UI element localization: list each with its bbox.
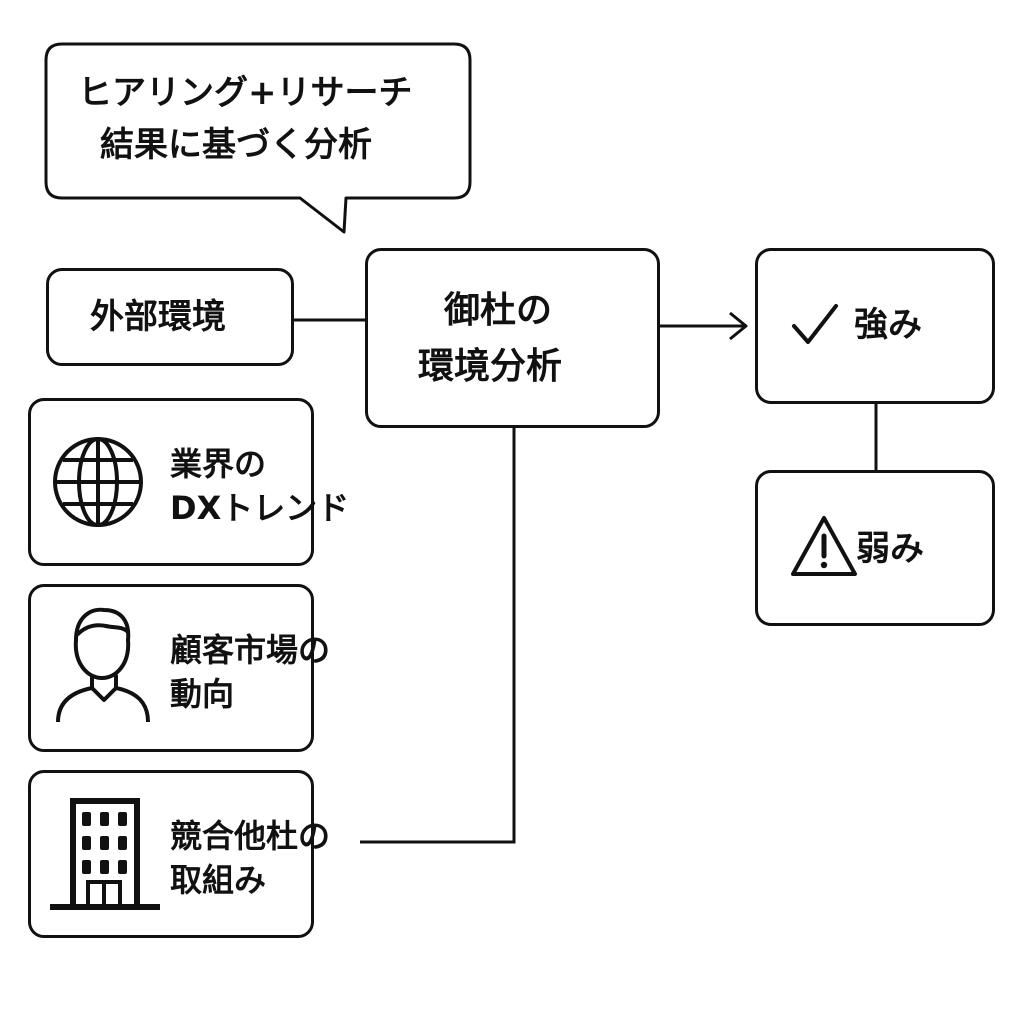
environment-analysis-box [365,248,660,428]
factor-customer-line1: 顧客市場の [170,631,331,669]
factor-competitor-line1: 競合他杜の [170,817,331,855]
factor-box-industry [28,398,314,566]
strength-label: 強み [854,305,922,345]
factor-industry-line1: 業界の [170,445,267,483]
check-icon [792,304,838,344]
connector-center-competitor [360,428,516,844]
weakness-label: 弱み [856,529,924,569]
building-icon [50,798,160,910]
environment-analysis-line2: 環境分析 [418,346,563,387]
callout-bubble [44,42,472,234]
person-icon [56,607,150,722]
environment-analysis-line1: 御杜の [444,290,553,331]
callout-line2: 結果に基づく分析 [100,125,372,165]
callout-line1: ヒアリング+リサーチ [78,73,413,113]
globe-icon [53,437,143,527]
external-environment-label: 外部環境 [90,297,226,337]
factor-industry-line2: DXトレンド [170,489,350,527]
weakness-box [755,470,995,626]
external-environment-box [46,268,294,366]
factor-customer-line2: 動向 [170,675,235,713]
warning-icon [791,516,857,576]
factor-box-customer [28,584,314,752]
factor-competitor-line2: 取組み [170,861,267,899]
arrowhead [729,311,748,341]
